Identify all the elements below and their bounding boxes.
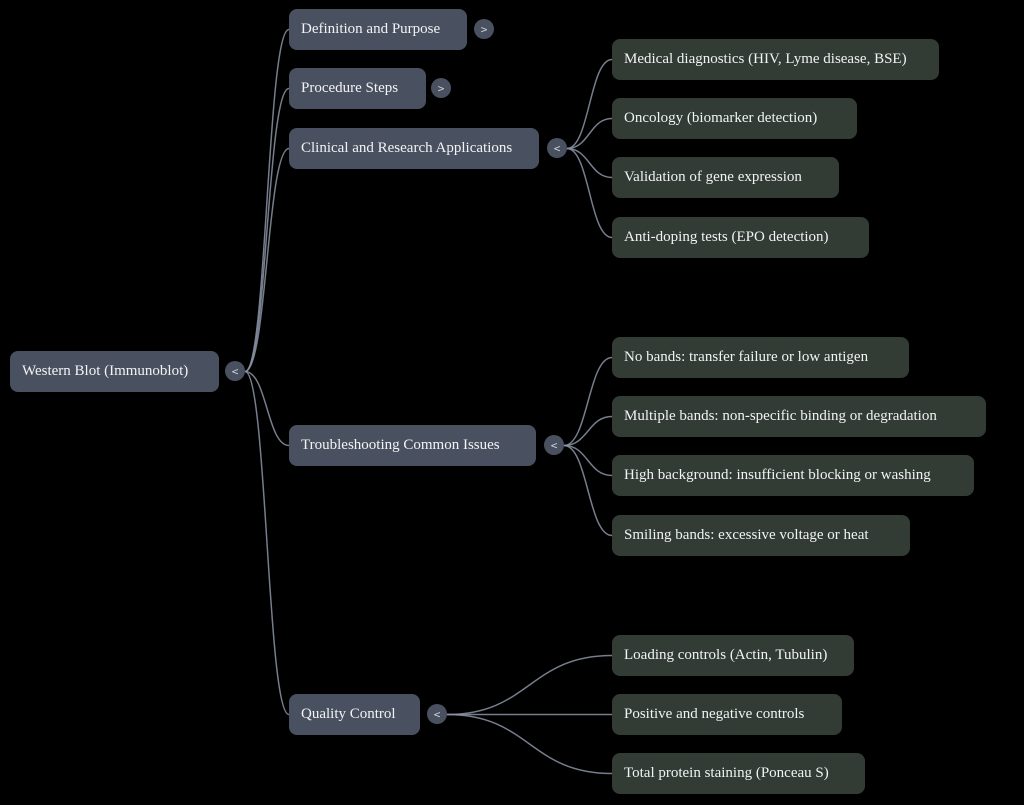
edge-root-quality <box>244 370 290 716</box>
edge-clinical-3 <box>566 147 613 179</box>
chevron-right-icon: > <box>480 22 488 36</box>
edge-quality-1 <box>446 654 613 716</box>
leaf-label: Loading controls (Actin, Tubulin) <box>624 647 828 663</box>
edge-troubleshooting-3 <box>563 444 613 477</box>
collapse-toggle-troubleshooting[interactable]: < <box>544 435 564 455</box>
leaf-node[interactable]: Positive and negative controls <box>612 694 842 735</box>
expand-toggle-procedure[interactable]: > <box>431 78 451 98</box>
leaf-node[interactable]: High background: insufficient blocking o… <box>612 455 974 496</box>
chevron-left-icon: < <box>231 364 239 378</box>
edge-clinical-4 <box>566 147 613 239</box>
leaf-node[interactable]: Medical diagnostics (HIV, Lyme disease, … <box>612 39 939 80</box>
leaf-node[interactable]: Loading controls (Actin, Tubulin) <box>612 635 854 676</box>
leaf-node[interactable]: Anti-doping tests (EPO detection) <box>612 217 869 258</box>
leaf-node[interactable]: Multiple bands: non-specific binding or … <box>612 396 986 437</box>
edge-clinical-1 <box>566 58 613 150</box>
chevron-left-icon: < <box>550 438 558 452</box>
leaf-node[interactable]: Total protein staining (Ponceau S) <box>612 753 865 794</box>
edge-quality-3 <box>446 713 613 775</box>
leaf-label: Smiling bands: excessive voltage or heat <box>624 527 869 543</box>
node-root-label: Western Blot (Immunoblot) <box>22 363 189 379</box>
leaf-label: High background: insufficient blocking o… <box>624 467 931 483</box>
leaf-label: Multiple bands: non-specific binding or … <box>624 408 937 424</box>
leaf-label: No bands: transfer failure or low antige… <box>624 349 869 365</box>
edge-root-definition <box>244 28 290 373</box>
edge-root-troubleshooting <box>244 370 290 447</box>
leaf-label: Positive and negative controls <box>624 706 805 722</box>
leaf-label: Oncology (biomarker detection) <box>624 110 818 126</box>
leaf-node[interactable]: No bands: transfer failure or low antige… <box>612 337 909 378</box>
chevron-left-icon: < <box>433 707 441 721</box>
edge-root-procedure <box>244 87 290 373</box>
collapse-toggle-clinical[interactable]: < <box>547 138 567 158</box>
node-quality-control[interactable]: Quality Control <box>289 694 420 735</box>
node-troubleshooting-issues[interactable]: Troubleshooting Common Issues <box>289 425 536 466</box>
node-clinical-applications[interactable]: Clinical and Research Applications <box>289 128 539 169</box>
edge-clinical-2 <box>566 117 613 150</box>
leaf-label: Anti-doping tests (EPO detection) <box>624 229 829 245</box>
edge-root-clinical <box>244 147 290 373</box>
leaf-node[interactable]: Smiling bands: excessive voltage or heat <box>612 515 910 556</box>
chevron-left-icon: < <box>553 141 561 155</box>
node-label: Troubleshooting Common Issues <box>301 437 500 453</box>
leaf-label: Medical diagnostics (HIV, Lyme disease, … <box>624 51 907 67</box>
expand-toggle-definition[interactable]: > <box>474 19 494 39</box>
node-root[interactable]: Western Blot (Immunoblot) <box>10 351 219 392</box>
node-definition-and-purpose[interactable]: Definition and Purpose <box>289 9 467 50</box>
leaf-label: Validation of gene expression <box>624 169 802 185</box>
node-label: Definition and Purpose <box>301 21 441 37</box>
leaf-label: Total protein staining (Ponceau S) <box>624 765 829 781</box>
edge-troubleshooting-2 <box>563 415 613 447</box>
edge-troubleshooting-4 <box>563 444 613 537</box>
node-label: Clinical and Research Applications <box>301 140 513 156</box>
node-label: Procedure Steps <box>301 80 399 96</box>
leaf-node[interactable]: Validation of gene expression <box>612 157 839 198</box>
leaf-node[interactable]: Oncology (biomarker detection) <box>612 98 857 139</box>
edge-troubleshooting-1 <box>563 356 613 447</box>
collapse-toggle-root[interactable]: < <box>225 361 245 381</box>
chevron-right-icon: > <box>437 81 445 95</box>
node-procedure-steps[interactable]: Procedure Steps <box>289 68 426 109</box>
collapse-toggle-quality[interactable]: < <box>427 704 447 724</box>
node-label: Quality Control <box>301 706 396 722</box>
